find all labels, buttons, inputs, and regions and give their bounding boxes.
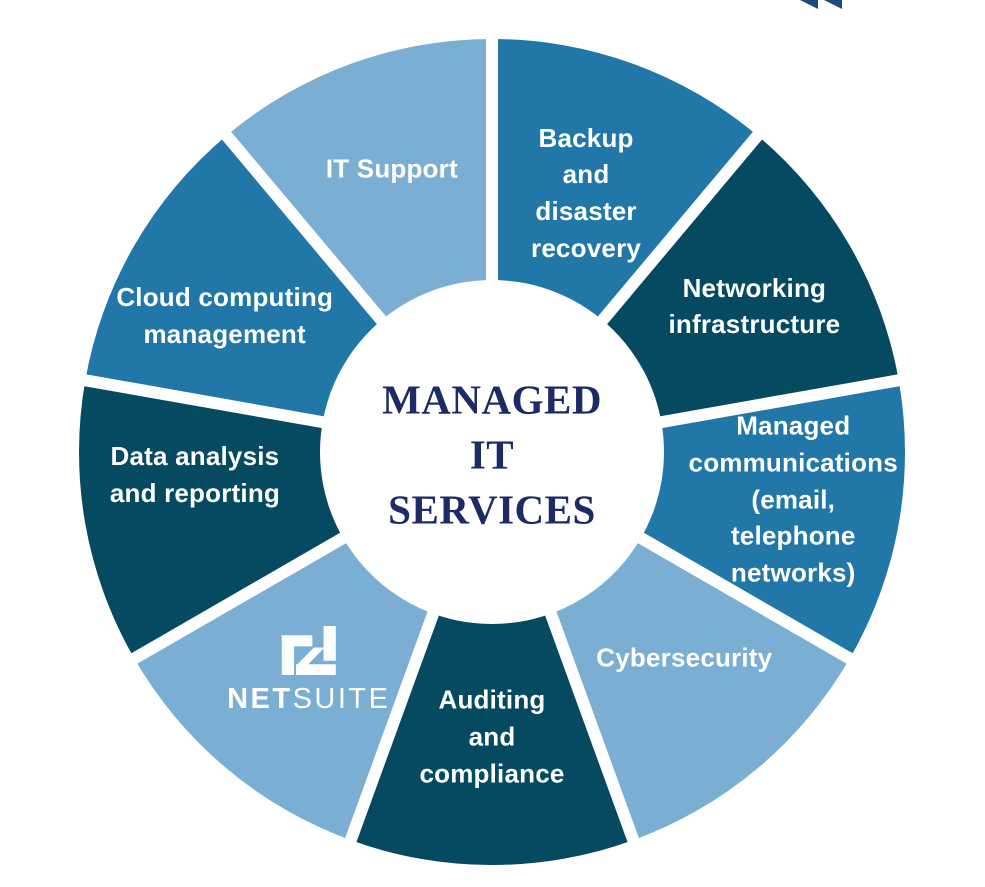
- netsuite-icon: [281, 626, 336, 676]
- segment-divider: [209, 116, 403, 344]
- segment-divider: [338, 588, 448, 861]
- center-title: MANAGED IT SERVICES: [382, 376, 602, 533]
- netsuite-wordmark-light: SUITE: [292, 683, 391, 716]
- segment-divider: [616, 520, 870, 674]
- segment-label-backup: Backup and disaster recovery: [531, 122, 642, 264]
- segment-divider: [581, 116, 775, 344]
- segment-label-it-support: IT Support: [325, 153, 458, 184]
- netsuite-wordmark: NETSUITE: [227, 683, 390, 716]
- segment-divider: [536, 588, 646, 861]
- segment-label-cybersecurity: Cybersecurity: [596, 642, 773, 673]
- segment-label-auditing: Auditing and compliance: [419, 684, 565, 789]
- segment-label-networking: Networking infrastructure: [668, 272, 841, 340]
- center-disc: [320, 280, 664, 624]
- segment-divider: [114, 520, 368, 674]
- segment-divider: [635, 370, 920, 433]
- netsuite-logo: NETSUITE: [227, 624, 390, 716]
- segment-auditing: [350, 452, 634, 866]
- segment-label-data-analysis: Data analysis and reporting: [109, 441, 280, 509]
- double-chevron-mark: [800, 0, 842, 9]
- netsuite-wordmark-bold: NET: [227, 683, 293, 716]
- segment-divider: [64, 370, 349, 433]
- segment-label-cloud-computing: Cloud computing management: [116, 281, 334, 349]
- segment-label-managed-communications: Managed communications (email, telephone…: [688, 410, 898, 589]
